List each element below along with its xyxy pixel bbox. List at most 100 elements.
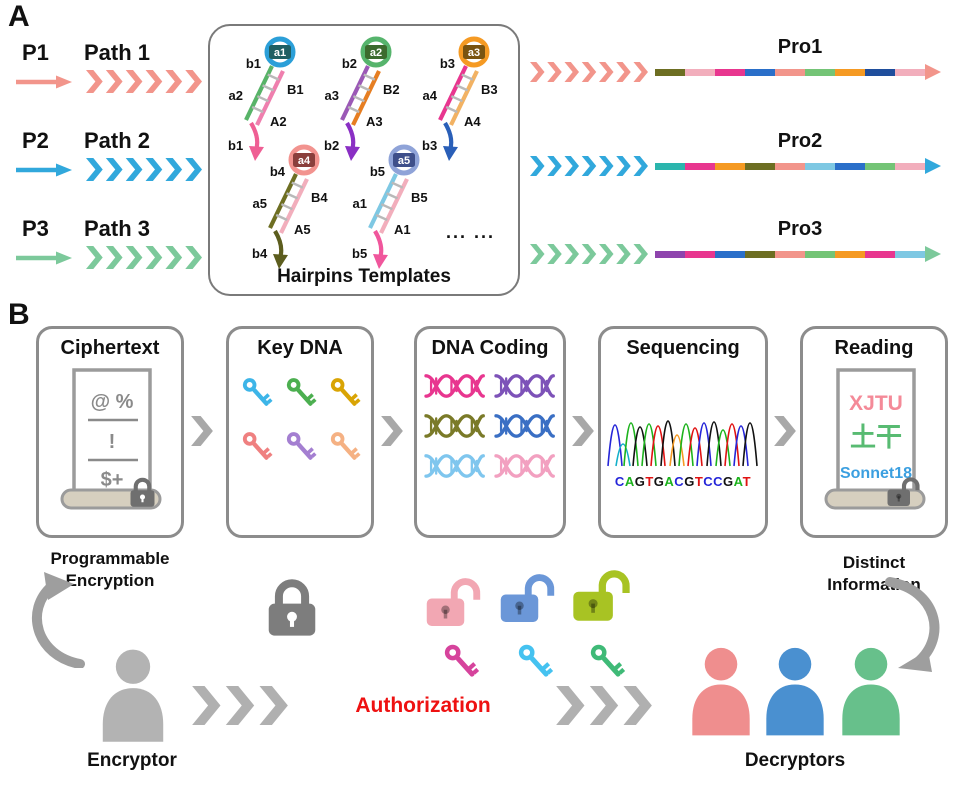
hairpin-tail-label: b5 (352, 246, 367, 261)
cipher-line-2: ! (109, 431, 116, 453)
reading-line-3: Sonnet18 (840, 465, 912, 482)
key-icon (284, 428, 318, 464)
hairpin-tail-label: b2 (324, 138, 339, 153)
panel-b-label: B (8, 298, 30, 331)
curved-arrow-right-icon (885, 577, 940, 672)
cipher-line-1: @ % (91, 391, 134, 413)
box-ciphertext: Ciphertext @ % ! $+ (36, 326, 184, 538)
key-grid (236, 374, 364, 468)
bottom-chevrons-right-icon (556, 686, 652, 725)
path1-chevrons-icon (86, 70, 202, 93)
flow-chevron-icon (774, 416, 796, 446)
p2-arrow-icon (16, 163, 72, 177)
encryptor-label: Encryptor (87, 750, 177, 771)
dna-grid (423, 372, 557, 480)
key-icon (240, 428, 274, 464)
pro1-chevrons-icon (530, 62, 648, 82)
dna-icon (424, 374, 485, 398)
key-icon (240, 374, 274, 410)
curved-arrow-left-icon (32, 572, 85, 668)
decryptor-person-pink-icon (692, 647, 750, 736)
hairpin-side-label: b1 (246, 56, 261, 71)
pro3-label: Pro3 (777, 218, 823, 240)
hairpin-side-label: b4 (270, 164, 286, 179)
key-icon (284, 374, 318, 410)
hairpin-side-label: a5 (253, 196, 267, 211)
small-key-green-icon (587, 640, 627, 682)
box-ciphertext-title: Ciphertext (60, 337, 160, 359)
hairpin-loop-label: a3 (468, 47, 480, 59)
reading-line-2: 土干 (850, 422, 902, 452)
dna-icon (494, 414, 555, 438)
bottom-chevrons-left-icon (192, 686, 288, 725)
hairpin-loop-label: a1 (274, 47, 286, 59)
open-lock-green-icon (570, 568, 632, 626)
hairpin-icon: a3 b3 B3 a4 A4 b3 (422, 36, 498, 161)
box-dna-coding-title: DNA Coding (431, 337, 549, 359)
hairpin-side-label: A2 (270, 114, 287, 129)
hairpin-loop-label: a5 (398, 155, 410, 167)
open-lock-blue-icon (498, 572, 556, 627)
hairpins-ellipsis: ... ... (446, 222, 496, 242)
gray-closed-lock-icon (260, 576, 324, 640)
pro2-arrow-icon (655, 158, 941, 174)
dna-icon (494, 454, 555, 478)
hairpins-title: Hairpins Templates (277, 266, 451, 287)
hairpin-side-label: A5 (294, 222, 311, 237)
hairpin-side-label: b5 (370, 164, 385, 179)
hairpin-side-label: a2 (229, 88, 243, 103)
path1-label: Path 1 (84, 40, 151, 65)
dna-icon (494, 374, 555, 398)
reading-scroll-icon: XJTU 土干 Sonnet18 (824, 368, 926, 510)
key-icon (328, 428, 362, 464)
hairpin-side-label: B1 (287, 82, 304, 97)
hairpin-icon: a1 b1 B1 a2 A2 b1 (228, 36, 304, 161)
hairpin-side-label: A1 (394, 222, 411, 237)
box-sequencing: Sequencing CAGTGACGTCCGAT (598, 326, 768, 538)
caption-programmable-encryption: Programmable Encryption (50, 549, 170, 591)
panel-a-label: A (8, 0, 30, 33)
pro1-arrow-icon (655, 64, 941, 80)
cipher-line-3: $+ (101, 469, 124, 491)
dna-icon (424, 454, 485, 478)
hairpin-side-label: a1 (353, 196, 367, 211)
decryptor-person-blue-icon (766, 647, 824, 736)
p2-label: P2 (22, 128, 49, 153)
hairpin-tail-label: b4 (252, 246, 268, 261)
hairpin-side-label: b2 (342, 56, 357, 71)
box-key-dna-title: Key DNA (257, 337, 343, 359)
hairpins-box: a1 b1 B1 a2 A2 b1 a2 b2 B2 a3 A3 b2 (208, 24, 520, 296)
hairpin-icon: a2 b2 B2 a3 A3 b2 (324, 36, 400, 161)
box-sequencing-title: Sequencing (626, 337, 740, 359)
ciphertext-scroll-icon: @ % ! $+ (60, 368, 162, 510)
hairpin-side-label: B3 (481, 82, 498, 97)
small-key-cyan-icon (515, 640, 555, 682)
small-key-magenta-icon (441, 640, 481, 682)
hairpin-side-label: B4 (311, 190, 328, 205)
encryptor-person-icon (102, 649, 164, 742)
p1-arrow-icon (16, 75, 72, 89)
reading-line-1: XJTU (849, 392, 903, 415)
hairpin-side-label: b3 (440, 56, 455, 71)
hairpin-loop-label: a4 (298, 155, 311, 167)
p1-label: P1 (22, 40, 49, 65)
path3-label: Path 3 (84, 216, 151, 241)
p3-arrow-icon (16, 251, 72, 265)
pro3-arrow-icon (655, 246, 941, 262)
flow-chevron-icon (191, 416, 213, 446)
decryptors-label: Decryptors (744, 750, 846, 771)
hairpin-tail-label: b1 (228, 138, 243, 153)
p3-label: P3 (22, 216, 49, 241)
hairpin-area: a1 b1 B1 a2 A2 b1 a2 b2 B2 a3 A3 b2 (210, 26, 518, 294)
sequence-text: CAGTGACGTCCGAT (614, 474, 752, 489)
authorization-label: Authorization (355, 694, 491, 717)
hairpin-tail-label: b3 (422, 138, 437, 153)
flow-chevron-icon (381, 416, 403, 446)
hairpin-icon: a4 b4 B4 a5 A5 b4 (252, 144, 328, 269)
hairpin-side-label: a4 (423, 88, 438, 103)
pro3-chevrons-icon (530, 244, 648, 264)
box-dna-coding: DNA Coding (414, 326, 566, 538)
path3-chevrons-icon (86, 246, 202, 269)
dna-icon (424, 414, 485, 438)
